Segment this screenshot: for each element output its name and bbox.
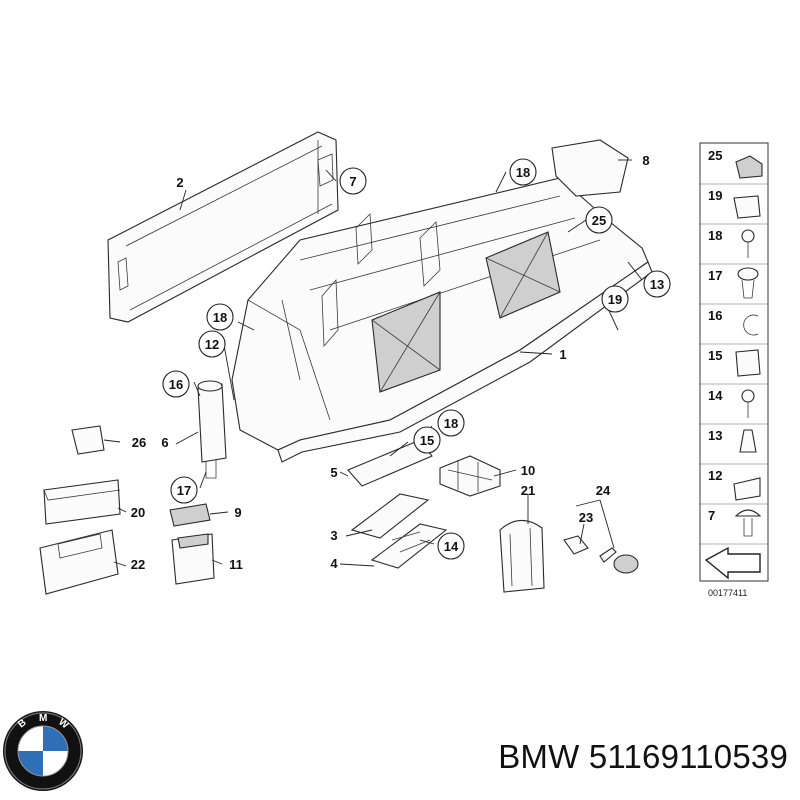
legend-part-16 (743, 314, 759, 336)
circled-callout-15: 15 (420, 433, 434, 448)
part-24 (599, 547, 639, 574)
part-6 (197, 380, 227, 479)
callout-21: 21 (521, 483, 535, 498)
callout-5: 5 (330, 465, 337, 480)
svg-text:M: M (39, 713, 47, 724)
callout-24: 24 (596, 483, 611, 498)
legend-label-17: 17 (708, 268, 722, 283)
legend-label-7: 7 (708, 508, 715, 523)
leader-lines (103, 159, 643, 567)
part-2-panel (107, 131, 339, 323)
drawing-number: 00177411 (708, 588, 747, 598)
legend-label-16: 16 (708, 308, 722, 323)
legend-label-12: 12 (708, 468, 722, 483)
callouts: 1 2 3 4 5 6 8 9 10 11 26 20 22 21 23 24 (131, 153, 650, 572)
part-4 (370, 523, 448, 569)
legend-part-14 (741, 389, 755, 418)
circled-callouts: 7 18 25 13 19 18 12 16 17 15 18 14 (162, 158, 671, 560)
circled-callout-14: 14 (444, 539, 459, 554)
circled-callout-18-top: 18 (516, 165, 530, 180)
legend-part-18 (741, 229, 755, 258)
circled-callout-18-mid: 18 (444, 416, 458, 431)
callout-26: 26 (132, 435, 146, 450)
circled-callout-19: 19 (608, 292, 622, 307)
callout-3: 3 (330, 528, 337, 543)
circled-callout-13: 13 (650, 277, 664, 292)
circled-callout-16: 16 (169, 377, 183, 392)
circled-callout-12: 12 (205, 337, 219, 352)
legend-label-19: 19 (708, 188, 722, 203)
legend-part-17 (737, 267, 759, 299)
legend-part-13 (739, 429, 757, 453)
legend-label-25: 25 (708, 148, 722, 163)
part-1-glovebox (231, 139, 653, 463)
callout-10: 10 (521, 463, 535, 478)
callout-4: 4 (330, 556, 338, 571)
part-5 (347, 439, 433, 487)
circled-callout-25: 25 (592, 213, 606, 228)
part-22 (39, 529, 119, 595)
callout-6: 6 (161, 435, 168, 450)
fastener-legend: 25 19 18 17 16 15 14 13 12 7 (699, 142, 769, 598)
arrow-icon (704, 546, 761, 580)
legend-part-7 (734, 509, 762, 537)
bmw-logo: B M W (3, 711, 83, 791)
legend-label-13: 13 (708, 428, 722, 443)
callout-23: 23 (579, 510, 593, 525)
callout-1: 1 (559, 347, 566, 362)
part-23 (563, 535, 589, 555)
legend-label-14: 14 (708, 388, 723, 403)
part-10 (439, 455, 501, 497)
legend-part-12 (733, 477, 761, 501)
callout-20: 20 (131, 505, 145, 520)
part-21 (499, 519, 545, 593)
legend-label-15: 15 (708, 348, 722, 363)
callout-9: 9 (234, 505, 241, 520)
callout-11: 11 (229, 557, 243, 572)
legend-label-18: 18 (708, 228, 722, 243)
part-20 (43, 479, 121, 525)
part-3 (350, 493, 430, 539)
circled-callout-18-left: 18 (213, 310, 227, 325)
part-9 (169, 503, 211, 527)
legend-part-25 (735, 155, 763, 179)
circled-callout-17: 17 (177, 483, 191, 498)
part-number-caption: BMW 51169110539 (498, 738, 788, 776)
legend-part-15 (735, 349, 761, 377)
part-26 (71, 425, 105, 455)
callout-8: 8 (642, 153, 649, 168)
circled-callout-7: 7 (349, 174, 356, 189)
part-number: 51169110539 (588, 738, 788, 775)
callout-22: 22 (131, 557, 145, 572)
callout-2: 2 (176, 175, 183, 190)
brand-name: BMW (498, 738, 580, 775)
legend-part-19 (733, 195, 761, 219)
